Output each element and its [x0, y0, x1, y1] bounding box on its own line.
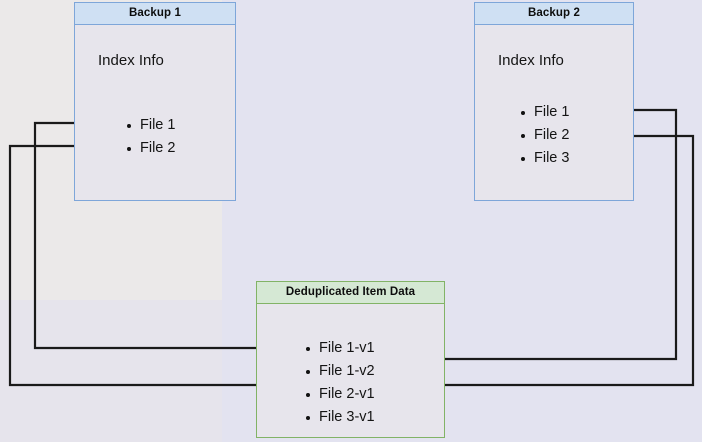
backup-2-header: Backup 2: [475, 3, 633, 25]
list-item[interactable]: File 2: [126, 137, 175, 160]
list-item[interactable]: File 1: [520, 101, 569, 124]
backup-1-index-info-label: Index Info: [98, 52, 164, 69]
list-item[interactable]: File 3: [520, 147, 569, 170]
dedup-item-list: File 1-v1 File 1-v2 File 2-v1 File 3-v1: [305, 337, 375, 429]
list-item[interactable]: File 2: [520, 124, 569, 147]
backup-1-panel[interactable]: Backup 1 Index Info File 1 File 2: [74, 2, 236, 201]
backup-1-file-list: File 1 File 2: [126, 114, 175, 160]
list-item[interactable]: File 1-v1: [305, 337, 375, 360]
backup-2-file-list: File 1 File 2 File 3: [520, 101, 569, 170]
backup-2-panel[interactable]: Backup 2 Index Info File 1 File 2 File 3: [474, 2, 634, 201]
backup-2-index-info-label: Index Info: [498, 52, 564, 69]
list-item[interactable]: File 3-v1: [305, 406, 375, 429]
list-item[interactable]: File 1-v2: [305, 360, 375, 383]
deduplicated-item-data-header: Deduplicated Item Data: [257, 282, 444, 304]
list-item[interactable]: File 1: [126, 114, 175, 137]
deduplicated-item-data-panel[interactable]: Deduplicated Item Data File 1-v1 File 1-…: [256, 281, 445, 438]
list-item[interactable]: File 2-v1: [305, 383, 375, 406]
backup-1-header: Backup 1: [75, 3, 235, 25]
